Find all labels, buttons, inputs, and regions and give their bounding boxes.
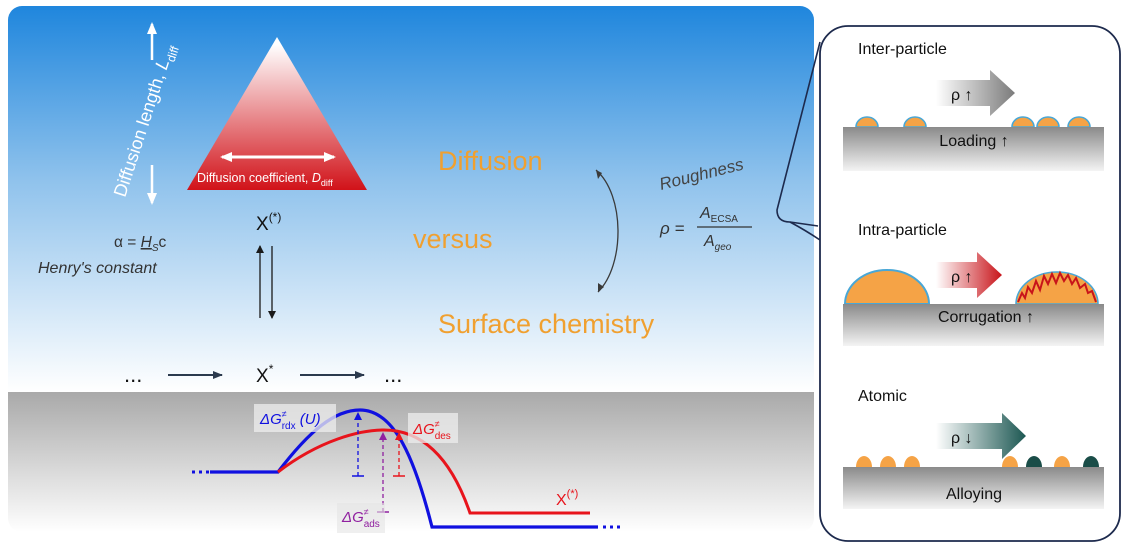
dg-des-label: ΔG≠des — [412, 419, 451, 442]
ads-barrier-head — [379, 432, 387, 440]
sky-background — [8, 6, 814, 392]
rdx-label-box — [254, 404, 336, 432]
henrys-constant-label: Henry's constant — [38, 260, 157, 277]
atomic-section: Atomic ρ ↓ Alloying — [843, 388, 1104, 509]
alpha-equation: α = HSc — [114, 234, 167, 254]
atom-orange — [1002, 456, 1018, 467]
dg-ads-label: ΔG≠ads — [341, 507, 380, 530]
chain-ellipsis-left: ... — [124, 362, 142, 387]
inter-particle-particle — [855, 116, 879, 128]
intra-particle-arrow-label: ρ ↑ — [951, 269, 973, 286]
callout-connector-top — [776, 41, 821, 227]
diffusion-coefficient-label: Diffusion coefficient, Ddiff — [197, 171, 333, 188]
inter-particle-particle — [1011, 116, 1035, 128]
atom-dark — [1026, 456, 1042, 467]
callout-connector-bottom — [789, 221, 821, 241]
intra-particle-substrate-label: Corrugation ↑ — [938, 309, 1034, 326]
atomic-substrate — [843, 467, 1104, 509]
rho-numerator: AECSA — [699, 205, 738, 225]
x-paren-star-label: X(*) — [256, 210, 281, 235]
x-star-label: X* — [256, 362, 274, 387]
curved-arrow-head-bottom — [598, 283, 604, 292]
atom-orange — [856, 456, 872, 467]
x-product-label: X(*) — [556, 488, 578, 509]
diffusion-triangle — [187, 37, 367, 190]
red-reaction-curve — [277, 428, 590, 515]
inter-particle-particle — [1067, 116, 1091, 128]
inter-particle-section: Inter-particle ρ ↑ Loading ↑ — [843, 41, 1104, 171]
atomic-title: Atomic — [858, 388, 907, 405]
curved-double-arrow — [595, 169, 619, 293]
inter-particle-particle — [1036, 116, 1060, 128]
corrugation-texture — [1017, 270, 1097, 303]
atom-orange — [880, 456, 896, 467]
rdx-barrier-head — [354, 412, 362, 420]
intra-particle-title: Intra-particle — [858, 222, 947, 239]
smooth-particle — [843, 269, 931, 305]
atom-orange — [904, 456, 920, 467]
atomic-arrow-label: ρ ↓ — [951, 430, 973, 447]
diffusion-word: Diffusion — [438, 146, 543, 176]
surface-chemistry-word: Surface chemistry — [438, 309, 655, 339]
intra-particle-section: Intra-particle ρ ↑ Corrugation ↑ — [843, 222, 1104, 346]
inter-particle-substrate-label: Loading ↑ — [939, 133, 1008, 150]
inter-particle-arrow — [936, 70, 1015, 116]
atom-dark — [1083, 456, 1099, 467]
atomic-arrow — [936, 413, 1026, 459]
inter-particle-particle — [903, 116, 927, 128]
curved-arrow-head-top — [596, 170, 602, 179]
des-label-box — [408, 413, 458, 443]
rho-denominator: Ageo — [703, 233, 732, 253]
intra-particle-arrow — [936, 252, 1002, 298]
versus-word: versus — [413, 224, 493, 254]
ads-label-box — [337, 503, 385, 533]
inter-particle-arrow-label: ρ ↑ — [951, 87, 973, 104]
chain-ellipsis-right: ... — [384, 362, 402, 387]
rho-lhs: ρ = — [659, 219, 684, 238]
dg-rdx-label: ΔG≠rdx (U) — [259, 409, 321, 432]
atom-orange — [1054, 456, 1070, 467]
blue-reaction-curve — [210, 408, 598, 529]
atomic-substrate-label: Alloying — [946, 486, 1002, 503]
inter-particle-title: Inter-particle — [858, 41, 947, 58]
inter-particle-substrate — [843, 127, 1104, 171]
des-barrier-head — [395, 432, 403, 440]
intra-particle-substrate — [843, 304, 1104, 346]
